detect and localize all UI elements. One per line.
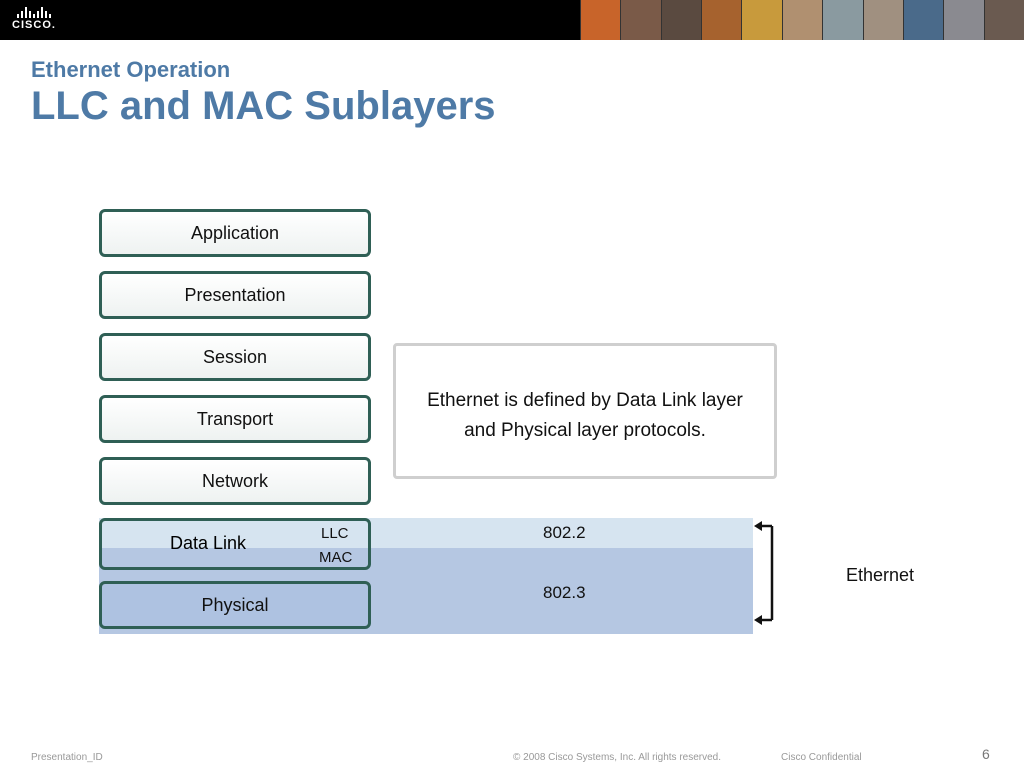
ethernet-bracket bbox=[754, 521, 774, 625]
layer-session: Session bbox=[99, 333, 371, 381]
header-photo-strip bbox=[580, 0, 1024, 40]
header-bar: CISCO. bbox=[0, 0, 1024, 40]
llc-band bbox=[99, 518, 753, 548]
ethernet-label: Ethernet bbox=[846, 565, 915, 585]
slide-title: LLC and MAC Sublayers bbox=[31, 84, 496, 128]
slide-subtitle: Ethernet Operation bbox=[31, 57, 231, 82]
layer-network: Network bbox=[99, 457, 371, 505]
page-number: 6 bbox=[982, 746, 990, 762]
callout-box: Ethernet is defined by Data Link layer a… bbox=[393, 343, 777, 479]
sublayer-llc-label: LLC bbox=[321, 525, 349, 542]
footer-copyright: © 2008 Cisco Systems, Inc. All rights re… bbox=[513, 752, 722, 763]
cisco-logo: CISCO. bbox=[12, 6, 72, 34]
cisco-bars-icon bbox=[12, 6, 56, 18]
footer-confidential: Cisco Confidential bbox=[781, 752, 862, 763]
footer-id: Presentation_ID bbox=[31, 752, 103, 763]
callout-line-1: Ethernet is defined by Data Link layer bbox=[427, 390, 743, 411]
layer-data-link bbox=[99, 518, 371, 570]
sublayer-mac-label: MAC bbox=[319, 549, 353, 566]
callout-line-2: and Physical layer protocols. bbox=[464, 420, 706, 441]
layer-application: Application bbox=[99, 209, 371, 257]
layer-data-link-label: Data Link bbox=[170, 533, 247, 553]
layer-physical: Physical bbox=[99, 581, 371, 629]
protocol-mac: 802.3 bbox=[543, 583, 586, 602]
protocol-llc: 802.2 bbox=[543, 523, 586, 542]
layer-transport: Transport bbox=[99, 395, 371, 443]
layer-presentation: Presentation bbox=[99, 271, 371, 319]
logo-text: CISCO. bbox=[12, 19, 56, 31]
